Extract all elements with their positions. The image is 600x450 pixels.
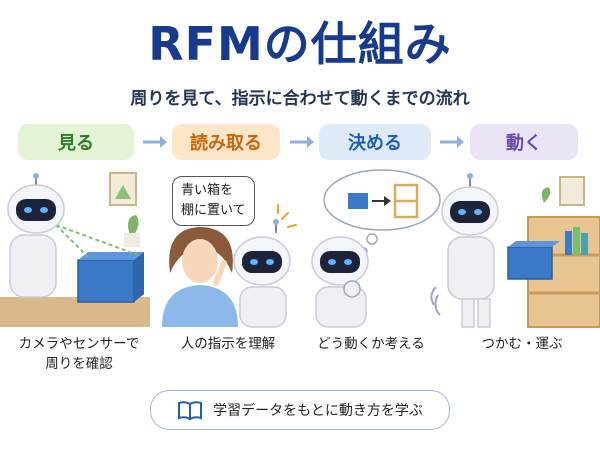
speech-bubble-line2: 棚に置いて — [181, 203, 246, 218]
plant-icon — [128, 215, 139, 235]
person-body — [162, 285, 238, 327]
step-decide-label: 決める — [348, 133, 402, 154]
box-icon — [348, 193, 368, 209]
step-move: 動く — [470, 124, 578, 160]
page-title: RFMの仕組み — [148, 17, 452, 71]
caption-see-line1: カメラやセンサーで — [18, 336, 140, 352]
step-read: 読み取る — [172, 124, 280, 160]
person-robot-illustration — [162, 204, 297, 328]
arrow-icon — [440, 136, 464, 148]
thinking-robot-illustration — [311, 169, 441, 328]
illustration-scene — [0, 169, 600, 328]
arrow-icon — [290, 136, 314, 148]
step-move-label: 動く — [506, 133, 542, 154]
carry-robot-illustration — [430, 173, 600, 328]
robot-see-illustration — [0, 172, 150, 327]
step-decide: 決める — [319, 124, 431, 160]
caption-read: 人の指示を理解 — [180, 336, 276, 352]
book-icon — [178, 401, 203, 420]
learning-data-note: 学習データをもとに動き方を学ぶ — [150, 390, 450, 430]
caption-see: カメラやセンサーで 周りを確認 — [4, 334, 154, 374]
speech-bubble: 青い箱を 棚に置いて — [172, 176, 255, 226]
person-face — [182, 239, 218, 283]
step-read-label: 読み取る — [190, 133, 262, 154]
blue-box — [77, 259, 135, 303]
footer-text: 学習データをもとに動き方を学ぶ — [213, 403, 423, 419]
arrow-icon — [143, 136, 167, 148]
step-see-label: 見る — [58, 133, 94, 154]
caption-move: つかむ・運ぶ — [481, 336, 563, 352]
caption-decide: どう動くか考える — [317, 336, 425, 352]
page-subtitle: 周りを見て、指示に合わせて動くまでの流れ — [130, 89, 470, 109]
caption-see-line2: 周りを確認 — [45, 356, 113, 372]
step-see: 見る — [18, 124, 134, 160]
speech-bubble-line1: 青い箱を — [181, 183, 234, 198]
carried-box — [507, 246, 553, 280]
